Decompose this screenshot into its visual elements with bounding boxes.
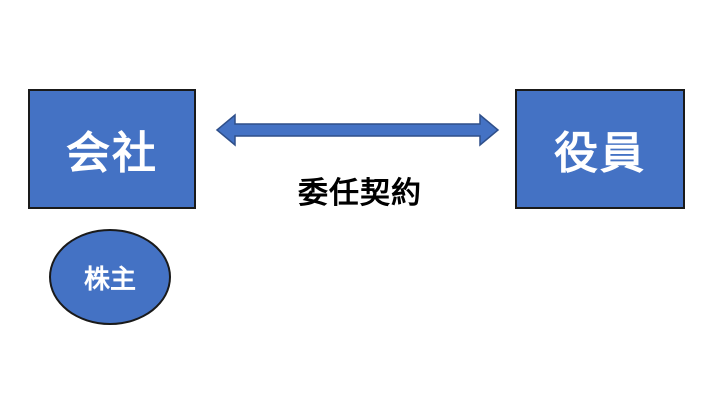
company-box: 会社 <box>28 89 196 209</box>
shareholder-ellipse: 株主 <box>49 229 171 325</box>
contract-label: 委任契約 <box>298 176 422 211</box>
shareholder-label: 株主 <box>83 264 136 295</box>
company-label: 会社 <box>66 128 158 179</box>
officer-box: 役員 <box>515 89 685 209</box>
double-headed-arrow <box>215 113 500 147</box>
officer-label: 役員 <box>554 128 646 179</box>
